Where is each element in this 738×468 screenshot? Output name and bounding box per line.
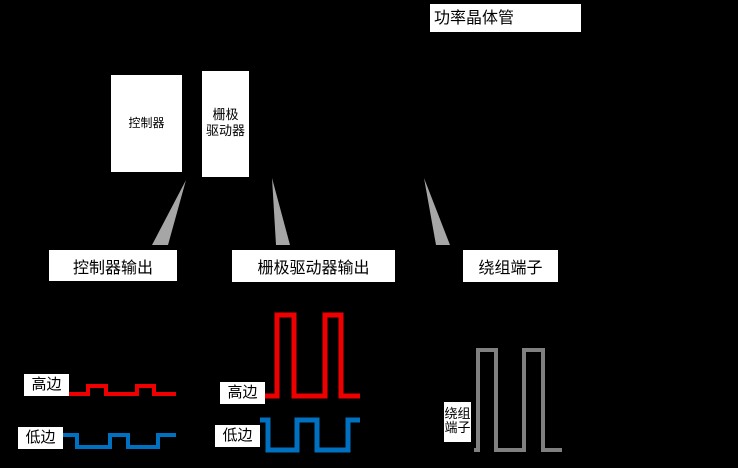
block-controller-label: 控制器 xyxy=(128,116,165,130)
block-controller: 控制器 xyxy=(111,75,182,172)
trace-controller-high-side xyxy=(60,384,176,396)
title-box-label: 功率晶体管 xyxy=(434,8,515,27)
trace-winding-terminal xyxy=(474,348,562,452)
wave-tag-low-side-gate-driver-text: 低边 xyxy=(222,426,253,445)
section-label-winding-terminal: 绕组端子 xyxy=(463,250,558,282)
section-label-gate-driver-output-text: 栅极驱动器输出 xyxy=(257,258,370,277)
section-label-gate-driver-output: 栅极驱动器输出 xyxy=(232,250,395,282)
wave-tag-winding-terminal: 绕组 端子 xyxy=(444,402,471,442)
pointer-wedge-controller xyxy=(152,180,186,245)
pointer-wedge-gate-driver xyxy=(272,178,290,245)
wave-tag-low-side-controller: 低边 xyxy=(18,427,63,449)
wave-tag-high-side-gate-driver: 高边 xyxy=(220,382,265,404)
section-label-controller-output-text: 控制器输出 xyxy=(72,257,153,277)
wave-tag-high-side-controller-text: 高边 xyxy=(31,375,62,394)
block-gate-driver: 栅极 驱动器 xyxy=(202,71,249,177)
trace-gate-driver-high-side xyxy=(258,312,360,399)
pointer-wedge-power-transistor xyxy=(424,178,450,245)
wave-tag-high-side-controller: 高边 xyxy=(24,374,69,396)
wave-tag-winding-terminal-line1: 绕组 xyxy=(444,407,471,423)
wave-tag-low-side-gate-driver: 低边 xyxy=(215,425,260,447)
wave-tag-winding-terminal-line2: 端子 xyxy=(444,421,471,436)
title-box-power-transistor: 功率晶体管 xyxy=(430,4,581,32)
trace-controller-low-side xyxy=(62,433,176,449)
wave-tag-low-side-controller-text: 低边 xyxy=(25,428,56,447)
block-gate-driver-label-line2: 驱动器 xyxy=(205,124,245,139)
block-gate-driver-label-line1: 栅极 xyxy=(212,107,239,123)
wave-tag-high-side-gate-driver-text: 高边 xyxy=(227,383,258,402)
section-label-winding-terminal-text: 绕组端子 xyxy=(478,258,543,277)
trace-gate-driver-low-side xyxy=(260,417,360,453)
section-label-controller-output: 控制器输出 xyxy=(49,250,177,281)
